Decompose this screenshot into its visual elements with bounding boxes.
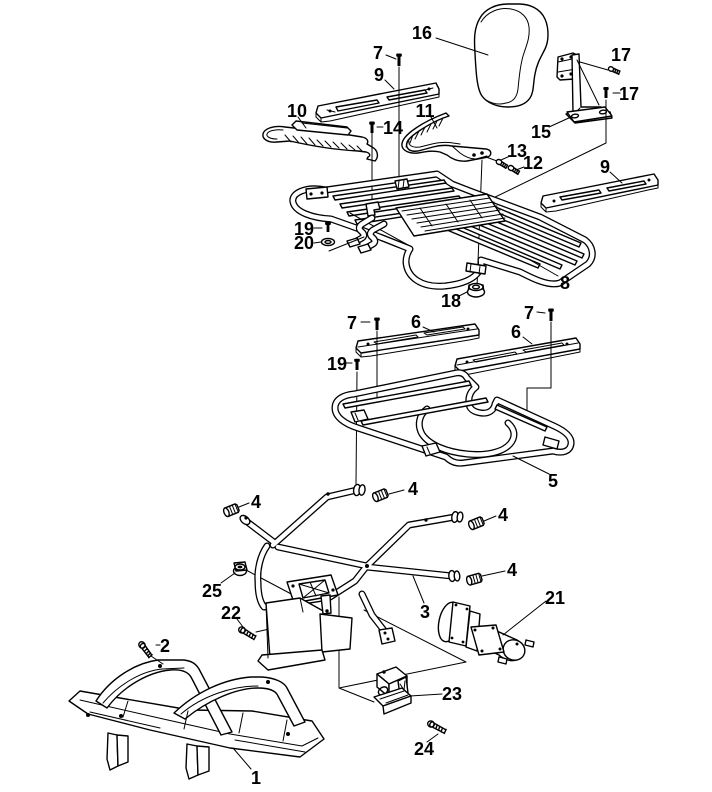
svg-text:24: 24: [414, 739, 434, 759]
svg-text:9: 9: [374, 65, 384, 85]
svg-text:16: 16: [412, 23, 432, 43]
svg-text:25: 25: [202, 581, 222, 601]
svg-text:19: 19: [327, 354, 347, 374]
svg-text:7: 7: [524, 303, 534, 323]
svg-text:9: 9: [600, 157, 610, 177]
svg-text:22: 22: [221, 603, 241, 623]
svg-text:10: 10: [287, 101, 307, 121]
svg-text:17: 17: [611, 45, 631, 65]
svg-text:4: 4: [498, 505, 508, 525]
svg-text:13: 13: [507, 141, 527, 161]
svg-text:5: 5: [548, 471, 558, 491]
svg-text:6: 6: [511, 322, 521, 342]
svg-text:4: 4: [408, 479, 418, 499]
svg-text:1: 1: [251, 768, 261, 788]
svg-text:6: 6: [411, 312, 421, 332]
svg-text:2: 2: [160, 636, 170, 656]
svg-text:4: 4: [507, 560, 517, 580]
svg-text:21: 21: [545, 588, 565, 608]
svg-text:7: 7: [373, 43, 383, 63]
svg-text:11: 11: [415, 101, 434, 121]
svg-text:15: 15: [531, 122, 551, 142]
svg-text:23: 23: [442, 684, 462, 704]
svg-text:4: 4: [251, 492, 261, 512]
svg-text:14: 14: [383, 118, 403, 138]
svg-text:3: 3: [420, 602, 430, 622]
svg-text:12: 12: [523, 153, 543, 173]
svg-text:18: 18: [441, 291, 461, 311]
svg-text:19: 19: [294, 219, 314, 239]
svg-text:17: 17: [619, 84, 639, 104]
svg-text:8: 8: [560, 273, 570, 293]
svg-text:20: 20: [294, 233, 314, 253]
svg-text:7: 7: [347, 313, 357, 333]
